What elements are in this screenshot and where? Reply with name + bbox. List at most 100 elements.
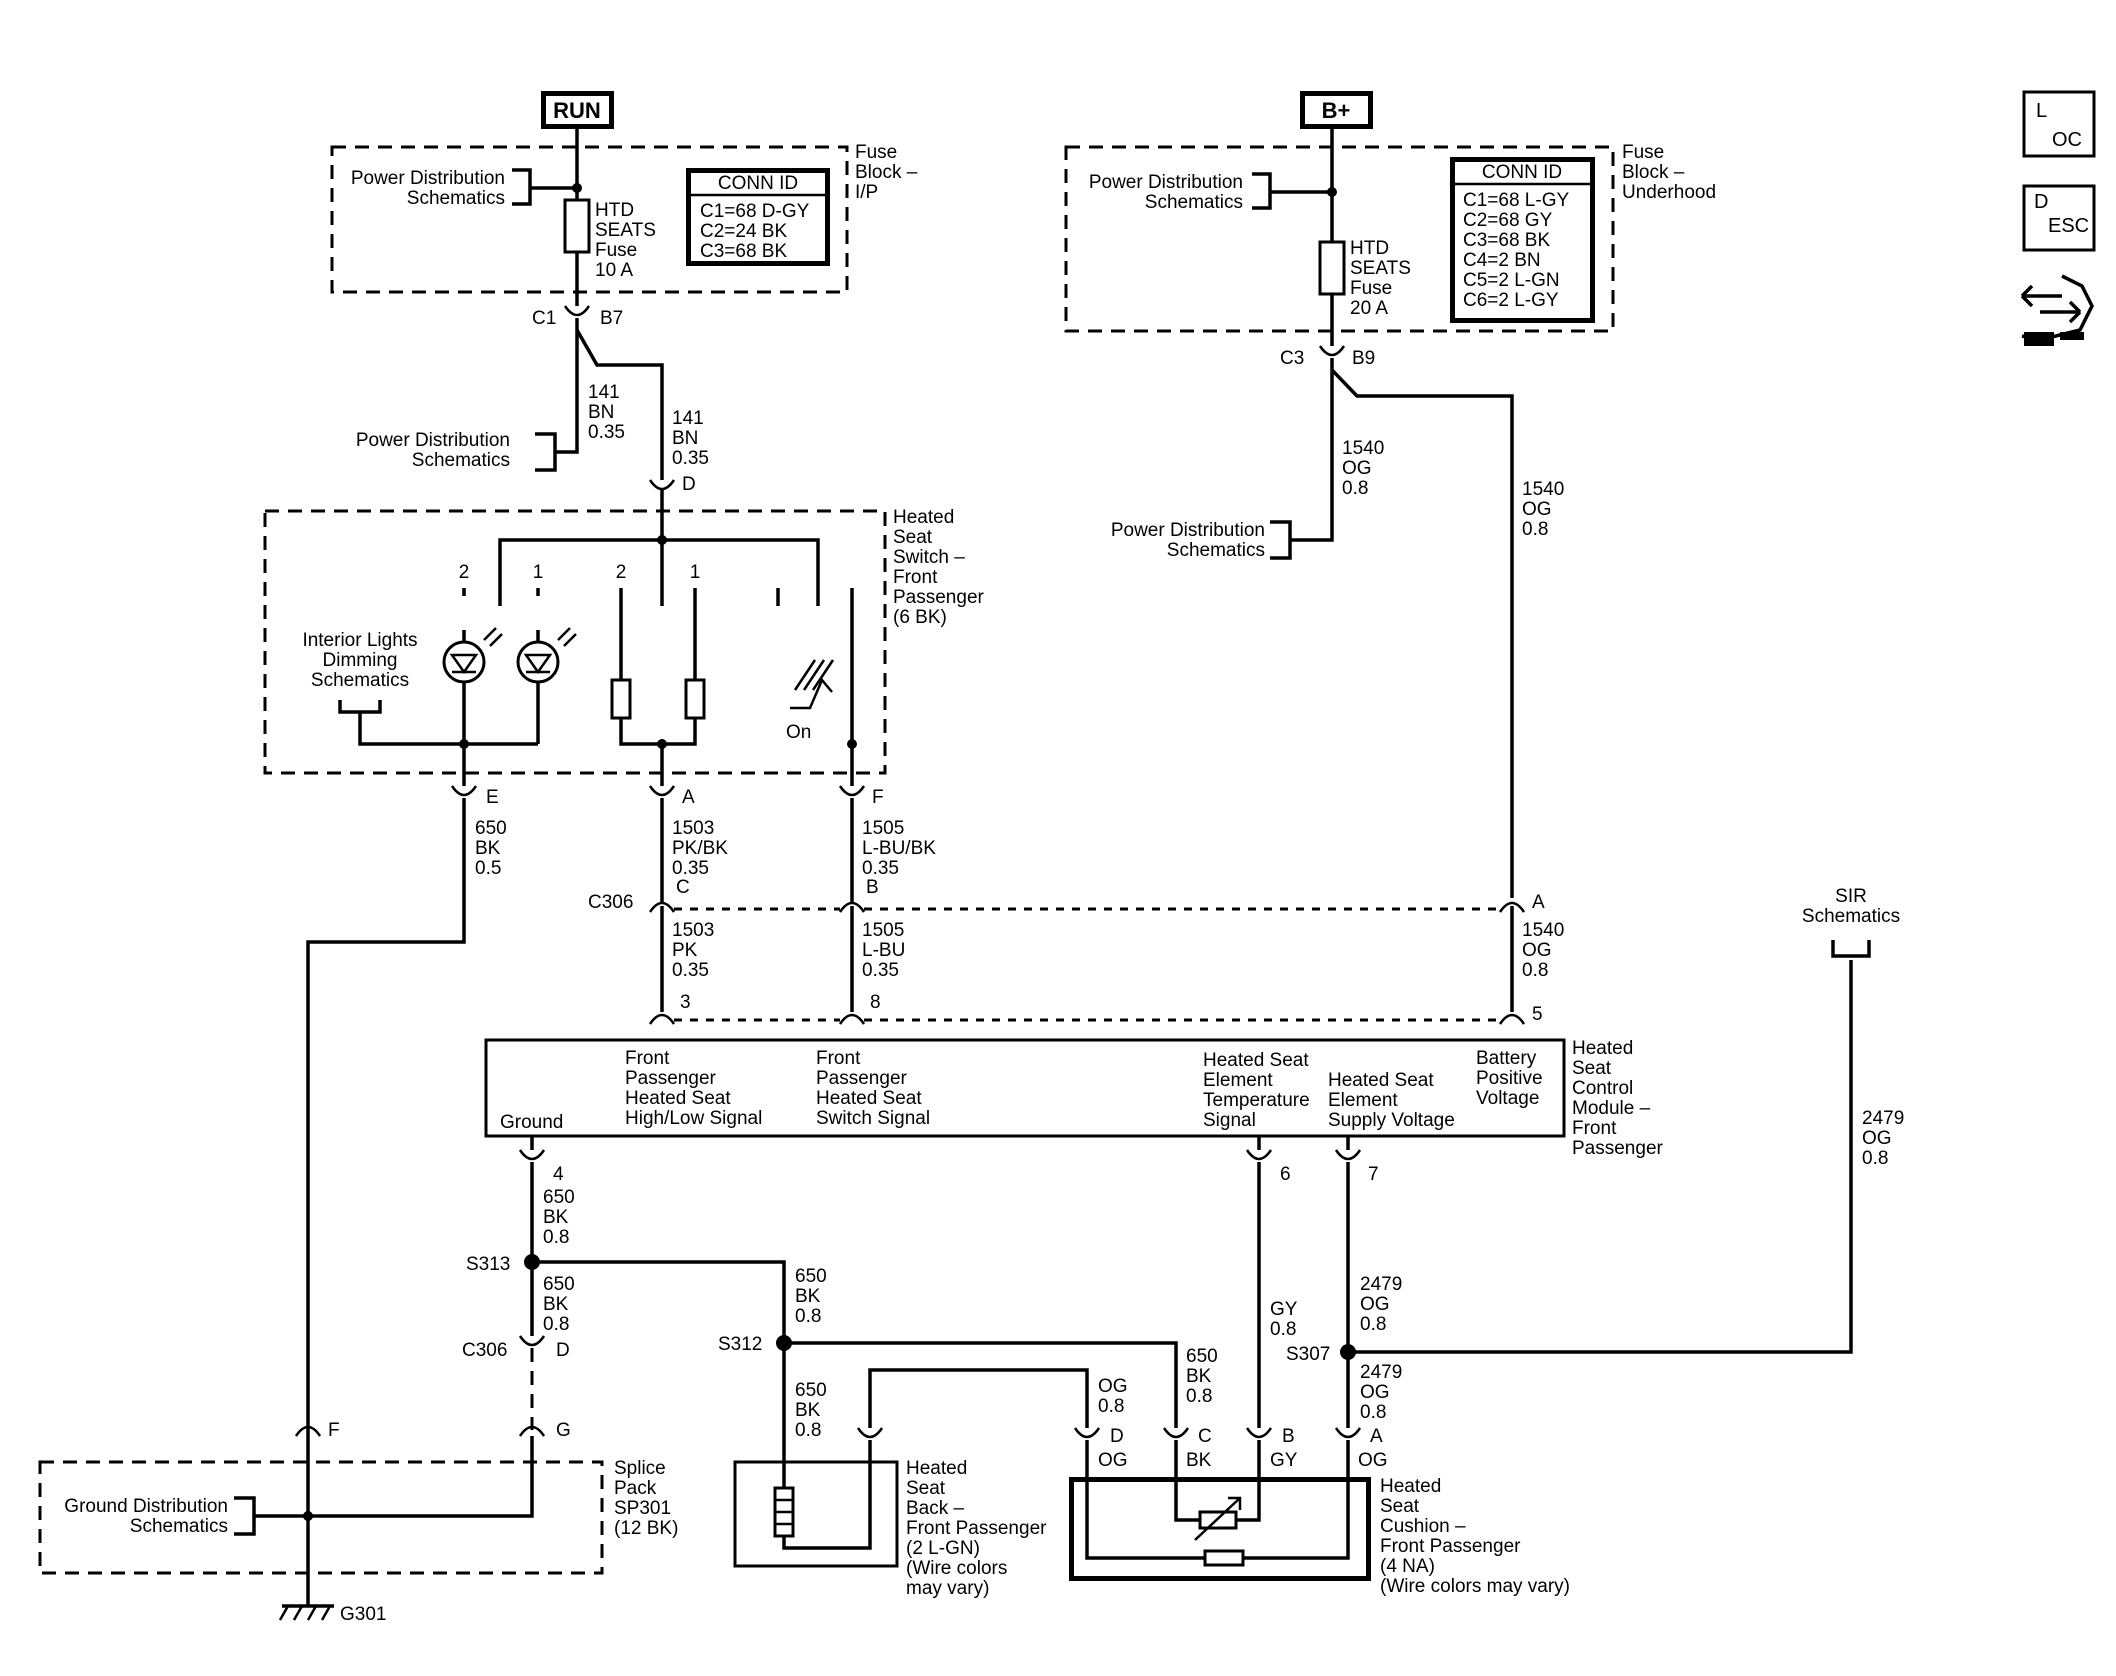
wire-label: 1503 — [672, 920, 714, 941]
pin-label: G — [556, 1420, 571, 1441]
seat-back-title: may vary) — [906, 1578, 989, 1599]
wire-label: 0.8 — [1522, 519, 1548, 540]
module-input-wires: 1503 PK 0.35 1505 L-BU 0.35 1540 OG 0.8 … — [648, 906, 1564, 1025]
splice-label: S307 — [1286, 1344, 1330, 1365]
module-pin-desc: Temperature — [1203, 1090, 1310, 1111]
switch-title: (6 BK) — [893, 607, 947, 628]
connector-a — [648, 785, 676, 797]
fuse-block-ip-title: I/P — [855, 182, 878, 203]
wire-label: 650 — [543, 1274, 575, 1295]
module-pin-desc: Passenger — [816, 1068, 908, 1089]
module-pin-desc: Switch Signal — [816, 1108, 930, 1129]
fuse-label: 20 A — [1350, 298, 1388, 319]
pin-label: 6 — [1280, 1164, 1291, 1185]
resistor-icon — [610, 678, 632, 720]
pin-label: B — [1282, 1426, 1295, 1447]
heating-element-icon — [1203, 1549, 1245, 1567]
element-wiring: GY 0.8 2479 OG 0.8 S307 2479 OG 0.8 2479… — [868, 886, 1904, 1428]
loc-icon[interactable]: L OC — [2022, 90, 2096, 158]
contact-number: 2 — [459, 562, 470, 583]
wire-label: 650 — [1186, 1346, 1218, 1367]
wire-label: BN — [588, 402, 614, 423]
cushion-title: Front Passenger — [1380, 1536, 1521, 1557]
wire-label: 1540 — [1522, 920, 1564, 941]
pin-label: D — [556, 1340, 570, 1361]
conn-id-entry: C5=2 L-GN — [1463, 270, 1560, 291]
fuse-label: Fuse — [1350, 278, 1392, 299]
module-pin-desc: Heated Seat — [816, 1088, 922, 1109]
module-title: Module – — [1572, 1098, 1651, 1119]
sir-label: SIR — [1835, 886, 1867, 907]
connector-label: B9 — [1352, 348, 1375, 369]
wire-label: OG — [1360, 1294, 1390, 1315]
connector-d — [648, 479, 676, 491]
conn-id-entry: C6=2 L-GY — [1463, 290, 1559, 311]
heated-seat-switch: D Heated Seat Switch – Front Passenger (… — [263, 474, 985, 808]
wire-label: PK — [672, 940, 698, 961]
connector-label: C1 — [532, 308, 556, 329]
ground-label: G301 — [340, 1604, 386, 1625]
splice-pack-sp301: F G Splice Pack SP301 (12 BK) Ground Dis… — [38, 1420, 678, 1625]
seat-back-title: Back – — [906, 1498, 965, 1519]
switch-output-wires: 650 BK 0.5 1503 PK/BK 0.35 1505 L-BU/BK … — [306, 798, 936, 1436]
wire-label: 0.8 — [1342, 478, 1368, 499]
conn-id-entry: C3=68 BK — [1463, 230, 1550, 251]
wire-label: OG — [1360, 1382, 1390, 1403]
pin-label: B — [866, 877, 879, 898]
splice-pack-title: Splice — [614, 1458, 666, 1479]
conn-id-title: CONN ID — [718, 173, 798, 194]
wire-label: 0.35 — [672, 960, 709, 981]
module-title: Heated — [1572, 1038, 1633, 1059]
wire-label: 650 — [795, 1380, 827, 1401]
led-icon — [442, 627, 503, 744]
wire-label: GY — [1270, 1299, 1298, 1320]
wire-label: PK/BK — [672, 838, 728, 859]
fuse-block-underhood: Fuse Block – Underhood Power Distributio… — [1064, 129, 1716, 369]
sir-label: Schematics — [1802, 906, 1900, 927]
fuse-label: HTD — [1350, 238, 1389, 259]
connector-c306: C306 C B A — [588, 877, 1545, 913]
wire-label: 0.8 — [543, 1314, 569, 1335]
fuse-label: SEATS — [595, 220, 656, 241]
fuse-label: SEATS — [1350, 258, 1411, 279]
wire-label: L-BU — [862, 940, 905, 961]
wire-label: 0.8 — [1862, 1148, 1888, 1169]
fuse-block-uh-outline — [1064, 145, 1615, 333]
ild-label: Dimming — [323, 650, 398, 671]
desc-icon[interactable]: D ESC — [2022, 184, 2096, 252]
module-pin-desc: Signal — [1203, 1110, 1256, 1131]
fuse-block-ip-title: Fuse — [855, 142, 897, 163]
wire-label: 0.8 — [1360, 1402, 1386, 1423]
module-outline — [484, 1038, 1566, 1138]
wire-label: 0.35 — [672, 858, 709, 879]
wire-label: 1503 — [672, 818, 714, 839]
wire-label: OG — [1098, 1376, 1128, 1397]
cushion-title: Seat — [1380, 1496, 1420, 1517]
connector-icon[interactable] — [2020, 274, 2094, 346]
wire-label: 650 — [543, 1187, 575, 1208]
conn-id-entry: C1=68 D-GY — [700, 201, 810, 222]
pin-label: D — [1110, 1426, 1124, 1447]
module-pin-desc: Ground — [500, 1112, 563, 1133]
module-pin-desc: Front — [625, 1048, 670, 1069]
wire-label: BK — [543, 1207, 569, 1228]
switch-title: Front — [893, 567, 938, 588]
conn-id-entry: C4=2 BN — [1463, 250, 1541, 271]
pds-label: Power Distribution — [356, 430, 510, 451]
wire-label: 0.35 — [672, 448, 709, 469]
connector-label: C306 — [588, 892, 633, 913]
wire-label: L-BU/BK — [862, 838, 936, 859]
ild-label: Interior Lights — [302, 630, 417, 651]
contact-number: 1 — [690, 562, 701, 583]
desc-icon-letters: ESC — [2048, 215, 2089, 237]
cushion-title: Heated — [1380, 1476, 1441, 1497]
contact-number: 2 — [616, 562, 627, 583]
module-pin-desc: Heated Seat — [1203, 1050, 1309, 1071]
seat-back-title: Front Passenger — [906, 1518, 1047, 1539]
module-pin-desc: Element — [1328, 1090, 1398, 1111]
cushion-title: (Wire colors may vary) — [1380, 1576, 1570, 1597]
switch-title: Passenger — [893, 587, 985, 608]
wire-label: 2479 — [1862, 1108, 1904, 1129]
